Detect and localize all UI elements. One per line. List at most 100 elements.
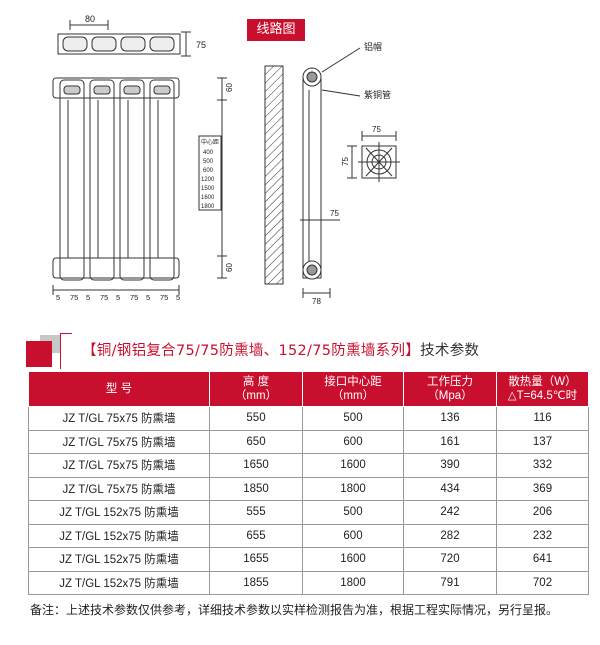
cell-height: 650 xyxy=(209,429,303,454)
cell-height: 555 xyxy=(209,500,303,525)
cell-center-distance: 1600 xyxy=(302,547,404,572)
label-cap: 铝帽 xyxy=(364,41,382,52)
heading-title-suffix: 技术参数 xyxy=(420,343,480,359)
technical-drawing: 80 75 60 60 中心距 400 500 600 12 xyxy=(52,14,400,306)
cell-model: JZ T/GL 75x75 防熏墙 xyxy=(28,453,210,478)
cell-heat-output: 206 xyxy=(496,500,589,525)
cell-pressure: 791 xyxy=(403,570,497,595)
cell-height: 1850 xyxy=(209,476,303,501)
cell-center-distance: 1800 xyxy=(302,570,404,595)
label-pipe: 紫铜管 xyxy=(364,89,391,100)
cell-pressure: 161 xyxy=(403,429,497,454)
bottom-dim: 5 xyxy=(146,293,150,302)
cell-height: 550 xyxy=(209,406,303,431)
cell-center-distance: 500 xyxy=(302,406,404,431)
header-pressure: 工作压力 （Mpa） xyxy=(403,371,497,407)
cell-height: 655 xyxy=(209,523,303,548)
detail-height-label: 75 xyxy=(341,157,350,166)
cell-pressure: 282 xyxy=(403,523,497,548)
cell-model: JZ T/GL 152x75 防熏墙 xyxy=(28,547,210,572)
center-distance-item: 600 xyxy=(203,168,214,174)
table-header-row: 型 号 高 度 （mm） 接口中心距 （mm） 工作压力 （Mpa） 散热量（W） △T… xyxy=(28,371,589,407)
cell-center-distance: 1800 xyxy=(302,476,404,501)
center-distance-list: 中心距 400 500 600 1200 1500 1600 1800 xyxy=(201,138,219,210)
cell-center-distance: 1600 xyxy=(302,453,404,478)
bottom-dim: 75 xyxy=(100,293,108,302)
cell-model: JZ T/GL 152x75 防熏墙 xyxy=(28,523,210,548)
bottom-dim: 5 xyxy=(86,293,90,302)
cell-center-distance: 600 xyxy=(302,429,404,454)
cell-pressure: 390 xyxy=(403,453,497,478)
detail-view xyxy=(347,131,400,182)
bottom-dim: 5 xyxy=(176,293,180,302)
front-view xyxy=(52,77,227,295)
footnote: 备注：上述技术参数仅供参考，详细技术参数以实样检测报告为准，根据工程实际情况，另… xyxy=(30,603,559,617)
cell-pressure: 242 xyxy=(403,500,497,525)
header-pressure-label: 工作压力 xyxy=(427,376,473,388)
header-height: 高 度 （mm） xyxy=(209,371,303,407)
spec-table: 型 号 高 度 （mm） 接口中心距 （mm） 工作压力 （Mpa） 散热量（W） △T… xyxy=(28,371,589,595)
heading-decoration-red xyxy=(26,341,52,367)
center-distance-item: 500 xyxy=(203,159,214,165)
header-pressure-unit: （Mpa） xyxy=(427,390,473,402)
heading-title-main: 【铜/钢铝复合75/75防熏墙、152/75防熏墙系列】 xyxy=(82,343,421,359)
header-heat-output-label: 散热量（W） xyxy=(508,376,577,388)
detail-width-label: 75 xyxy=(372,125,381,134)
cell-model: JZ T/GL 75x75 防熏墙 xyxy=(28,406,210,431)
header-center-distance-unit: （mm） xyxy=(331,390,375,402)
cell-model: JZ T/GL 152x75 防熏墙 xyxy=(28,570,210,595)
center-distance-item: 1200 xyxy=(201,177,215,183)
center-distance-item: 中心距 xyxy=(201,138,219,146)
section-heading: 【铜/钢铝复合75/75防熏墙、152/75防熏墙系列】技术参数 xyxy=(26,333,586,369)
bottom-dims: 5 75 5 75 5 75 5 75 5 xyxy=(56,293,180,302)
cell-center-distance: 500 xyxy=(302,500,404,525)
side-height-bottom: 60 xyxy=(225,263,234,272)
header-heat-output: 散热量（W） △T=64.5℃时 xyxy=(496,371,589,407)
side-height-top: 60 xyxy=(225,83,234,92)
center-distance-item: 400 xyxy=(203,150,214,156)
cell-center-distance: 600 xyxy=(302,523,404,548)
cell-heat-output: 232 xyxy=(496,523,589,548)
header-model: 型 号 xyxy=(28,371,210,407)
cell-heat-output: 116 xyxy=(496,406,589,431)
cell-height: 1655 xyxy=(209,547,303,572)
top-width-label: 80 xyxy=(85,14,95,24)
bottom-dim: 75 xyxy=(160,293,168,302)
heading-decoration-lines xyxy=(60,333,72,369)
side-view xyxy=(264,47,361,298)
bottom-dim: 75 xyxy=(70,293,78,302)
cell-heat-output: 137 xyxy=(496,429,589,454)
cell-pressure: 136 xyxy=(403,406,497,431)
bottom-dim: 5 xyxy=(116,293,120,302)
bottom-dim: 75 xyxy=(130,293,138,302)
cell-heat-output: 641 xyxy=(496,547,589,572)
header-heat-output-condition: △T=64.5℃时 xyxy=(507,390,578,402)
cell-height: 1855 xyxy=(209,570,303,595)
header-center-distance-label: 接口中心距 xyxy=(324,376,382,388)
cell-model: JZ T/GL 152x75 防熏墙 xyxy=(28,500,210,525)
cell-height: 1650 xyxy=(209,453,303,478)
header-model-label: 型 号 xyxy=(105,383,133,395)
top-depth-label: 75 xyxy=(196,40,206,50)
side-base-label: 78 xyxy=(312,297,321,306)
center-distance-item: 1800 xyxy=(201,204,215,210)
cell-heat-output: 702 xyxy=(496,570,589,595)
circuit-diagram-label: 线路图 xyxy=(247,19,305,41)
bottom-dim: 5 xyxy=(56,293,60,302)
cell-heat-output: 332 xyxy=(496,453,589,478)
heading-title: 【铜/钢铝复合75/75防熏墙、152/75防熏墙系列】技术参数 xyxy=(82,339,479,360)
header-height-unit: （mm） xyxy=(234,390,278,402)
cell-pressure: 720 xyxy=(403,547,497,572)
top-view xyxy=(57,20,191,57)
header-height-label: 高 度 xyxy=(242,376,270,388)
cell-pressure: 434 xyxy=(403,476,497,501)
cell-model: JZ T/GL 75x75 防熏墙 xyxy=(28,429,210,454)
